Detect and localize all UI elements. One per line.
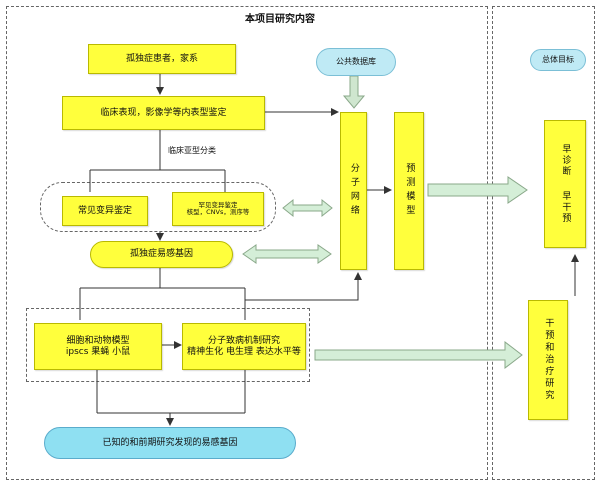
known-genes-box: 已知的和前期研究发现的易感基因 bbox=[44, 427, 296, 459]
models-line1: 细胞和动物模型 bbox=[66, 335, 130, 346]
mechanism-box: 分子致病机制研究 精神生化 电生理 表达水平等 bbox=[182, 323, 306, 370]
rare-variant-line1: 罕见变异鉴定 bbox=[198, 200, 238, 209]
block-arrow-mechanism-intervention bbox=[314, 340, 523, 370]
double-arrow-genes-network bbox=[242, 244, 332, 264]
goal-frame bbox=[492, 6, 595, 480]
intervention-treatment-box: 干预和治疗研究 bbox=[528, 300, 568, 420]
common-variant-box: 常见变异鉴定 bbox=[62, 196, 148, 226]
mechanism-line2: 精神生化 电生理 表达水平等 bbox=[187, 346, 301, 357]
rare-variant-box: 罕见变异鉴定 核型，CNVs，测序等 bbox=[172, 192, 264, 226]
early-goal-box: 早诊断 早干预 bbox=[544, 120, 586, 248]
block-arrow-prediction-goal bbox=[427, 176, 528, 204]
arrow-db-network bbox=[342, 75, 366, 109]
project-content-frame bbox=[6, 6, 488, 480]
double-arrow-variants-network bbox=[282, 198, 333, 218]
rare-variant-line2: 核型，CNVs，测序等 bbox=[186, 208, 250, 216]
molecular-network-box: 分子网络 bbox=[340, 112, 367, 270]
early-diagnosis-text: 早诊断 bbox=[560, 144, 571, 177]
models-box: 细胞和动物模型 ipscs 果蝇 小鼠 bbox=[34, 323, 162, 370]
diagram-title: 本项目研究内容 bbox=[245, 14, 315, 25]
early-intervention-text: 早干预 bbox=[560, 191, 571, 224]
mechanism-line1: 分子致病机制研究 bbox=[207, 335, 280, 346]
variant-group-frame bbox=[40, 182, 276, 232]
goal-cloud: 总体目标 bbox=[530, 49, 586, 71]
prediction-model-box: 预测模型 bbox=[394, 112, 424, 270]
public-db-box: 公共数据库 bbox=[316, 48, 396, 76]
research-group-frame bbox=[26, 308, 310, 382]
line-research-to-network bbox=[244, 272, 362, 308]
subtype-label: 临床亚型分类 bbox=[168, 146, 216, 155]
patients-box: 孤独症患者，家系 bbox=[88, 44, 236, 74]
susceptibility-genes-box: 孤独症易感基因 bbox=[90, 241, 233, 268]
models-line2: ipscs 果蝇 小鼠 bbox=[65, 346, 131, 357]
phenotype-box: 临床表现，影像学等内表型鉴定 bbox=[62, 96, 265, 130]
